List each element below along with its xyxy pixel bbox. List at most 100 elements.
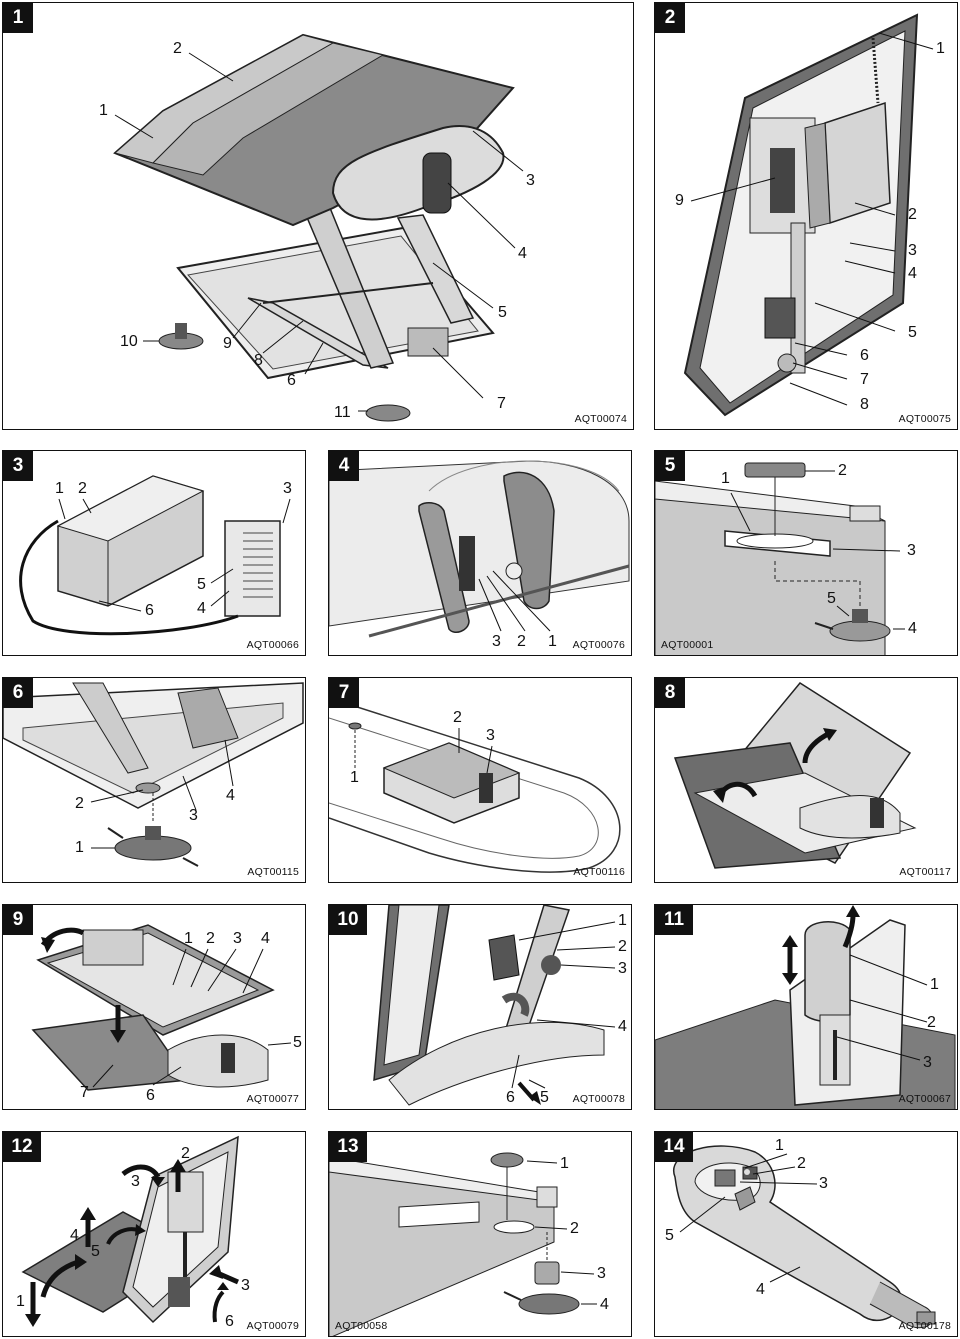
panel-number: 13 bbox=[329, 1132, 367, 1162]
callout-3: 3 bbox=[923, 1054, 932, 1071]
callout-2: 2 bbox=[517, 633, 526, 650]
callout-11: 11 bbox=[334, 404, 351, 421]
callout-1: 1 bbox=[350, 769, 359, 786]
panel-number: 6 bbox=[3, 678, 33, 708]
callout-6: 6 bbox=[145, 602, 154, 619]
callout-3: 3 bbox=[819, 1175, 828, 1192]
callout-2: 2 bbox=[78, 480, 87, 497]
callout-9: 9 bbox=[223, 335, 232, 352]
callout-2: 2 bbox=[797, 1155, 806, 1172]
callout-3b: 3 bbox=[241, 1277, 250, 1294]
callout-4: 4 bbox=[908, 265, 917, 282]
callout-5: 5 bbox=[665, 1227, 674, 1244]
figure-code: AQT00115 bbox=[247, 866, 299, 878]
callout-3: 3 bbox=[189, 807, 198, 824]
callout-2: 2 bbox=[181, 1145, 190, 1162]
callout-3: 3 bbox=[597, 1265, 606, 1282]
callout-1: 1 bbox=[560, 1155, 569, 1172]
panel-number: 4 bbox=[329, 451, 359, 481]
callout-2: 2 bbox=[75, 795, 84, 812]
panel-12: 12 1 2 3 3 4 5 6 AQT00079 bbox=[2, 1131, 306, 1337]
figure-code: AQT00076 bbox=[572, 639, 625, 651]
figure-code: AQT00001 bbox=[661, 639, 714, 651]
callout-8: 8 bbox=[860, 396, 869, 413]
callout-1: 1 bbox=[55, 480, 64, 497]
panel-number: 7 bbox=[329, 678, 359, 708]
panel-14: 14 1 2 3 4 5 AQT00178 bbox=[654, 1131, 958, 1337]
panel-7: 7 1 2 3 AQT00116 bbox=[328, 677, 632, 883]
callout-3: 3 bbox=[283, 480, 292, 497]
callout-1: 1 bbox=[99, 102, 108, 119]
panel-number: 9 bbox=[3, 905, 33, 935]
callout-5: 5 bbox=[827, 590, 836, 607]
callout-1: 1 bbox=[775, 1137, 784, 1154]
panel-number: 5 bbox=[655, 451, 685, 481]
callout-3: 3 bbox=[486, 727, 495, 744]
callout-3: 3 bbox=[526, 172, 535, 189]
base-frame-suction-cup-illustration bbox=[3, 682, 304, 867]
panel-5: 5 1 2 3 4 5 AQT00001 bbox=[654, 450, 958, 656]
panel-number: 3 bbox=[3, 451, 33, 481]
callout-2: 2 bbox=[838, 462, 847, 479]
figure-code: AQT00066 bbox=[246, 639, 299, 651]
callout-6: 6 bbox=[287, 372, 296, 389]
callout-4: 4 bbox=[70, 1227, 79, 1244]
figure-code: AQT00074 bbox=[574, 413, 627, 425]
callout-3: 3 bbox=[618, 960, 627, 977]
callout-3: 3 bbox=[233, 930, 242, 947]
callout-1: 1 bbox=[75, 839, 84, 856]
callout-5: 5 bbox=[540, 1089, 549, 1106]
panel-number: 14 bbox=[655, 1132, 693, 1162]
backrest-rear-illustration bbox=[683, 13, 934, 417]
figure-code: AQT00067 bbox=[898, 1093, 951, 1105]
callout-1: 1 bbox=[721, 470, 730, 487]
callout-7: 7 bbox=[80, 1084, 89, 1101]
backrest-fold-illustration bbox=[31, 924, 292, 1091]
callout-4: 4 bbox=[226, 787, 235, 804]
panel-11: 11 1 2 3 AQT00067 bbox=[654, 904, 958, 1110]
callout-2: 2 bbox=[908, 206, 917, 223]
callout-6: 6 bbox=[146, 1087, 155, 1104]
callout-8: 8 bbox=[254, 352, 263, 369]
panel-3: 3 1 2 3 4 5 6 AQT00066 bbox=[2, 450, 306, 656]
figure-code: AQT00117 bbox=[899, 866, 951, 878]
callout-5: 5 bbox=[293, 1034, 302, 1051]
panel-number: 2 bbox=[655, 3, 685, 33]
callout-4: 4 bbox=[756, 1281, 765, 1298]
callout-5: 5 bbox=[197, 576, 206, 593]
figure-code: AQT00178 bbox=[898, 1320, 951, 1332]
battery-removal-illustration bbox=[655, 905, 956, 1109]
callout-2: 2 bbox=[206, 930, 215, 947]
callout-1: 1 bbox=[184, 930, 193, 947]
callout-1: 1 bbox=[618, 912, 627, 929]
panel-1: 1 bbox=[2, 2, 634, 430]
backrest-lowered-illustration bbox=[373, 905, 616, 1106]
panel-13: 13 1 2 3 4 AQT00058 bbox=[328, 1131, 632, 1337]
callout-3: 3 bbox=[907, 542, 916, 559]
suction-cup-mounting-illustration bbox=[655, 462, 905, 655]
callout-6: 6 bbox=[225, 1313, 234, 1330]
callout-2: 2 bbox=[570, 1220, 579, 1237]
battery-and-charger-illustration bbox=[19, 475, 291, 636]
panel-number: 11 bbox=[655, 905, 693, 935]
panel-6: 6 1 2 3 4 AQT00115 bbox=[2, 677, 306, 883]
callout-6: 6 bbox=[506, 1089, 515, 1106]
panel-number: 1 bbox=[3, 3, 33, 33]
callout-4: 4 bbox=[518, 245, 527, 262]
callout-3: 3 bbox=[492, 633, 501, 650]
panel-2: 2 1 2 3 4 5 6 7 8 9 AQT00075 bbox=[654, 2, 958, 430]
callout-6: 6 bbox=[860, 347, 869, 364]
panel-4: 4 3 2 1 AQT00076 bbox=[328, 450, 632, 656]
panel-9: 9 1 2 3 4 5 6 7 AQT00077 bbox=[2, 904, 306, 1110]
figure-code: AQT00079 bbox=[246, 1320, 299, 1332]
callout-1: 1 bbox=[936, 40, 945, 57]
callout-4: 4 bbox=[261, 930, 270, 947]
callout-1: 1 bbox=[548, 633, 557, 650]
panel-number: 12 bbox=[3, 1132, 41, 1162]
lift-disassembly-illustration bbox=[21, 1135, 239, 1327]
callout-4: 4 bbox=[197, 600, 206, 617]
callout-2: 2 bbox=[173, 40, 182, 57]
callout-2: 2 bbox=[453, 709, 462, 726]
panel-8: 8 AQT00117 bbox=[654, 677, 958, 883]
callout-5: 5 bbox=[908, 324, 917, 341]
